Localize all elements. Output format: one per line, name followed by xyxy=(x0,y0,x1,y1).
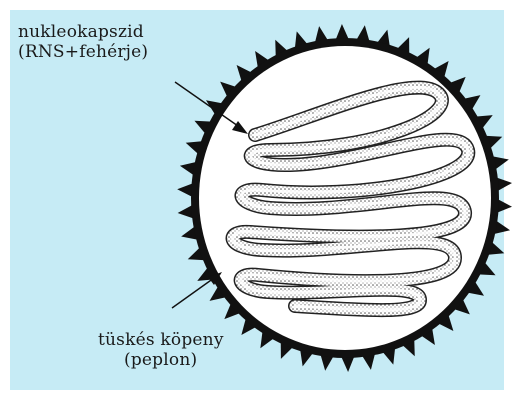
nucleocapsid-label-line1: nukleokapszid xyxy=(18,22,148,42)
nucleocapsid-label-line2: (RNS+fehérje) xyxy=(18,42,148,62)
envelope-label-line1: tüskés köpeny xyxy=(98,330,224,350)
envelope-label-line2: (peplon) xyxy=(98,350,224,370)
envelope-label: tüskés köpeny (peplon) xyxy=(98,330,224,370)
nucleocapsid-label: nukleokapszid (RNS+fehérje) xyxy=(18,22,148,62)
spike-icon xyxy=(341,356,355,372)
arrow-icon xyxy=(172,272,222,308)
spike-icon xyxy=(335,24,349,40)
